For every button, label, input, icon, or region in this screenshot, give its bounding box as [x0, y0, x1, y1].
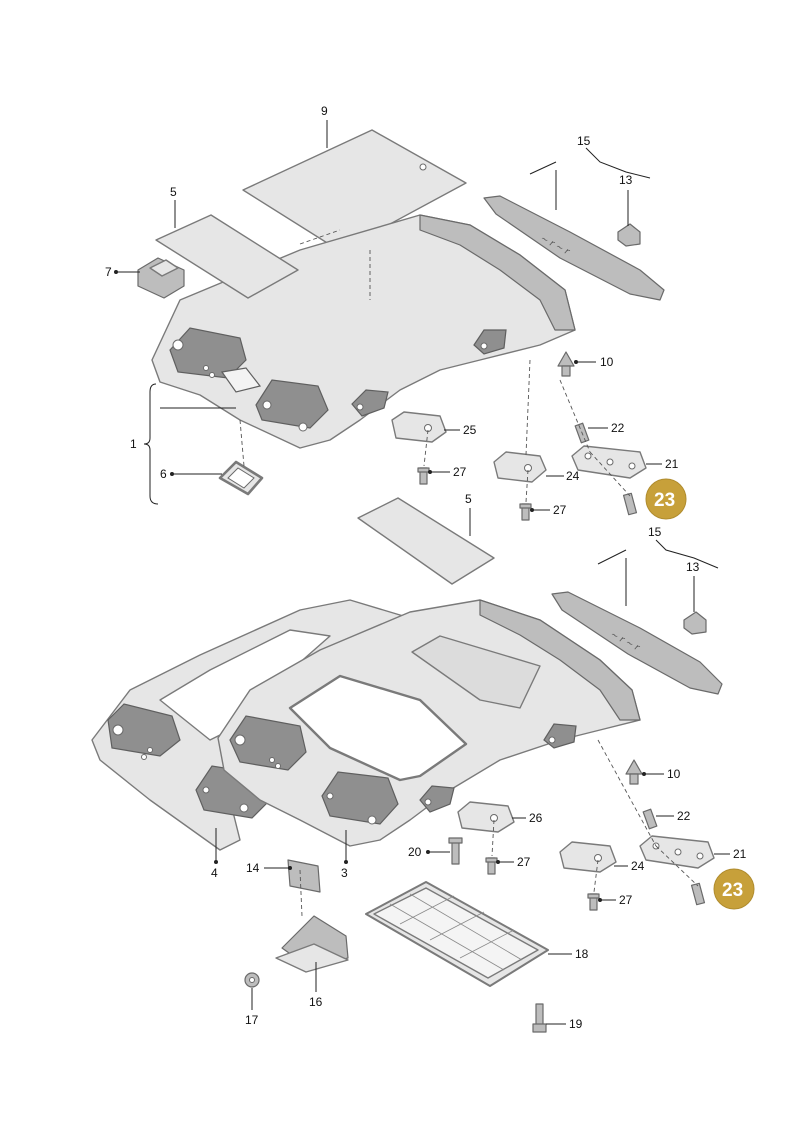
part-23-screw-upper [622, 492, 638, 516]
label-21-lower: 21 [733, 847, 747, 861]
label-10-lower: 10 [667, 767, 681, 781]
part-13-clip-upper [617, 223, 641, 247]
label-24-upper: 24 [566, 469, 580, 483]
part-21-holder-lower [639, 835, 715, 869]
part-21-holder-upper [571, 445, 647, 479]
part-10-plug-upper [557, 351, 575, 377]
part-23-screw-lower [690, 882, 706, 906]
part-14-tag [287, 859, 321, 893]
label-15-lower: 15 [648, 525, 662, 539]
part-24-handle-lower [559, 841, 617, 873]
part-27-screw-b [519, 503, 532, 521]
part-6-frame [218, 460, 264, 496]
label-27-d: 27 [619, 893, 633, 907]
part-5-pad-lower [357, 497, 495, 585]
part-27-screw-d [587, 893, 600, 911]
label-27-b: 27 [553, 503, 567, 517]
label-21-upper: 21 [665, 457, 679, 471]
label-22-lower: 22 [677, 809, 691, 823]
label-22-upper: 22 [611, 421, 625, 435]
label-27-c: 27 [517, 855, 531, 869]
label-23-lower: 23 [722, 880, 743, 901]
label-24-lower: 24 [631, 859, 645, 873]
part-22-screw-lower [642, 808, 658, 830]
label-10-upper: 10 [600, 355, 614, 369]
label-19: 19 [569, 1017, 583, 1031]
part-7-bracket [137, 257, 185, 299]
label-17: 17 [245, 1013, 259, 1027]
part-13-clip-lower [683, 611, 707, 635]
label-5-upper: 5 [170, 185, 177, 199]
part-5-pad-upper [155, 214, 299, 299]
label-4: 4 [211, 866, 218, 880]
badge-23-upper: 23 [645, 478, 687, 520]
part-3-headliner-main [217, 599, 641, 847]
label-13-lower: 13 [686, 560, 700, 574]
label-1: 1 [130, 437, 137, 451]
badge-23-lower: 23 [713, 868, 755, 910]
label-3: 3 [341, 866, 348, 880]
part-27-screw-c [485, 857, 498, 875]
part-27-screw-a [417, 467, 430, 485]
part-16-cover [275, 915, 349, 973]
part-24-handle-upper [493, 451, 547, 483]
part-18-sunshade [365, 881, 549, 987]
label-16: 16 [309, 995, 323, 1009]
label-7: 7 [105, 265, 112, 279]
label-27-a: 27 [453, 465, 467, 479]
label-9: 9 [321, 104, 328, 118]
part-19-screw [532, 1003, 547, 1033]
label-5-lower: 5 [465, 492, 472, 506]
label-23-upper: 23 [654, 490, 675, 511]
label-14: 14 [246, 861, 260, 875]
label-15-upper: 15 [577, 134, 591, 148]
part-17-clip [244, 972, 260, 988]
part-10-plug-lower [625, 759, 643, 785]
label-26: 26 [529, 811, 543, 825]
part-25-handle [391, 411, 447, 443]
label-25: 25 [463, 423, 477, 437]
part-15-trim-lower: ~ r ~ r [551, 591, 723, 695]
part-9-roof-panel [242, 129, 467, 252]
label-18: 18 [575, 947, 589, 961]
label-20: 20 [408, 845, 422, 859]
part-26-handle [457, 801, 515, 833]
part-20-screw [448, 837, 463, 865]
label-13-upper: 13 [619, 173, 633, 187]
label-6: 6 [160, 467, 167, 481]
